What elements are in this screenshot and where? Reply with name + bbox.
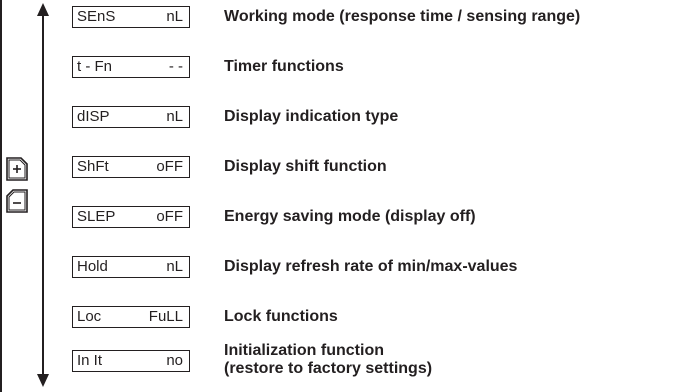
- description-line: Working mode (response time / sensing ra…: [224, 8, 581, 25]
- parameter-description: Display shift function: [224, 156, 387, 178]
- parameter-description: Lock functions: [224, 306, 338, 328]
- parameter-description: Display indication type: [224, 106, 398, 128]
- scroll-down-arrow-icon: [37, 374, 49, 387]
- parameter-description: Initialization function(restore to facto…: [224, 342, 432, 378]
- parameter-code: t - Fn: [77, 58, 113, 75]
- plus-key-icon[interactable]: [5, 156, 29, 182]
- lcd-display: Loc FuLL: [72, 306, 190, 328]
- lcd-display: SEnS nL: [72, 6, 190, 28]
- description-line: Timer functions: [224, 58, 344, 75]
- lcd-display: SLEP oFF: [72, 206, 190, 228]
- parameter-code: Loc: [77, 308, 102, 325]
- lcd-display: Hold nL: [72, 256, 190, 278]
- lcd-display: In It no: [72, 350, 190, 372]
- description-line: Display refresh rate of min/max-values: [224, 258, 518, 275]
- navigation-line: [42, 14, 44, 376]
- parameter-code: dISP: [77, 108, 110, 125]
- lcd-display: dISP nL: [72, 106, 190, 128]
- description-line: Display indication type: [224, 108, 399, 125]
- lcd-display: ShFt oFF: [72, 156, 190, 178]
- parameter-code: Hold: [77, 258, 108, 275]
- description-line: Display shift function: [224, 158, 387, 175]
- parameter-code: SEnS: [77, 8, 116, 25]
- parameter-code: SLEP: [77, 208, 116, 225]
- parameter-description: Display refresh rate of min/max-values: [224, 256, 517, 278]
- parameter-value: oFF: [156, 208, 183, 225]
- description-line: Lock functions: [224, 308, 338, 325]
- parameter-value: FuLL: [148, 308, 183, 325]
- scroll-up-arrow-icon: [37, 3, 49, 16]
- parameter-description: Working mode (response time / sensing ra…: [224, 6, 580, 28]
- lcd-display: t - Fn - -: [72, 56, 190, 78]
- parameter-value: nL: [166, 8, 183, 25]
- description-line: Energy saving mode (display off): [224, 208, 476, 225]
- parameter-code: In It: [77, 352, 103, 369]
- parameter-value: no: [166, 352, 183, 369]
- left-border-line: [0, 0, 2, 392]
- description-line: Initialization function: [224, 342, 384, 359]
- description-line: (restore to factory settings): [224, 360, 433, 377]
- parameter-value: oFF: [156, 158, 183, 175]
- parameter-value: - -: [168, 58, 183, 75]
- parameter-value: nL: [166, 108, 183, 125]
- parameter-code: ShFt: [77, 158, 109, 175]
- parameter-description: Energy saving mode (display off): [224, 206, 476, 228]
- parameter-value: nL: [166, 258, 183, 275]
- parameter-description: Timer functions: [224, 56, 344, 78]
- minus-key-icon[interactable]: [5, 188, 29, 214]
